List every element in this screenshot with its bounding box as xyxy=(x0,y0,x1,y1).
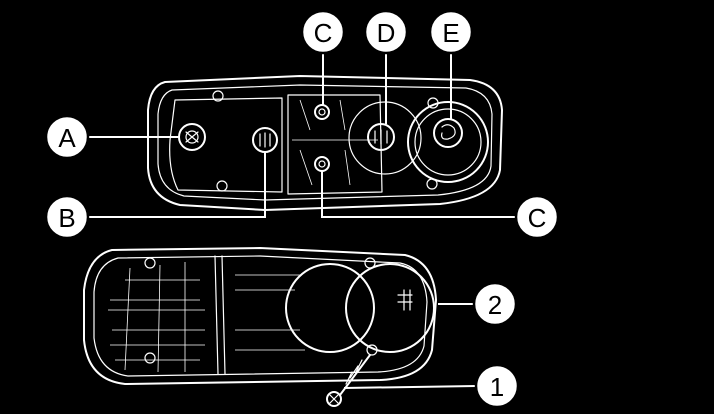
housing-inner-rim xyxy=(157,84,493,201)
bulb-holder-assembly xyxy=(147,75,503,211)
lens-circle-right xyxy=(345,263,435,353)
bulb-c-top xyxy=(314,104,330,120)
bulb-e xyxy=(433,118,463,148)
callout-a: A xyxy=(44,114,90,160)
center-chamber xyxy=(287,94,383,195)
bulb-a xyxy=(178,123,206,151)
callout-c-bottom-label: C xyxy=(528,203,547,233)
callout-c-bottom: C xyxy=(514,194,560,240)
bulb-d xyxy=(367,123,395,151)
lens-assembly xyxy=(83,247,437,407)
callout-d: D xyxy=(363,9,409,55)
callout-2: 2 xyxy=(472,281,518,327)
bulb-b xyxy=(252,127,278,153)
callout-c-top-label: C xyxy=(314,18,333,48)
callout-e: E xyxy=(428,9,474,55)
callout-2-label: 2 xyxy=(488,290,502,320)
left-chamber xyxy=(169,97,283,193)
bulb-c-bottom xyxy=(314,156,330,172)
lens-inner-rim xyxy=(93,255,428,377)
callout-a-label: A xyxy=(58,123,76,153)
callout-1: 1 xyxy=(474,363,520,409)
chamber-e xyxy=(407,101,489,183)
housing-outline xyxy=(147,75,503,211)
callout-1-label: 1 xyxy=(490,372,504,402)
callout-b: B xyxy=(44,194,90,240)
lens-outline xyxy=(83,247,437,385)
leader-lines xyxy=(88,52,516,389)
callout-c-top: C xyxy=(300,9,346,55)
callout-e-label: E xyxy=(442,18,459,48)
callout-b-label: B xyxy=(58,203,75,233)
callout-d-label: D xyxy=(377,18,396,48)
lens-circle-left xyxy=(285,263,375,353)
